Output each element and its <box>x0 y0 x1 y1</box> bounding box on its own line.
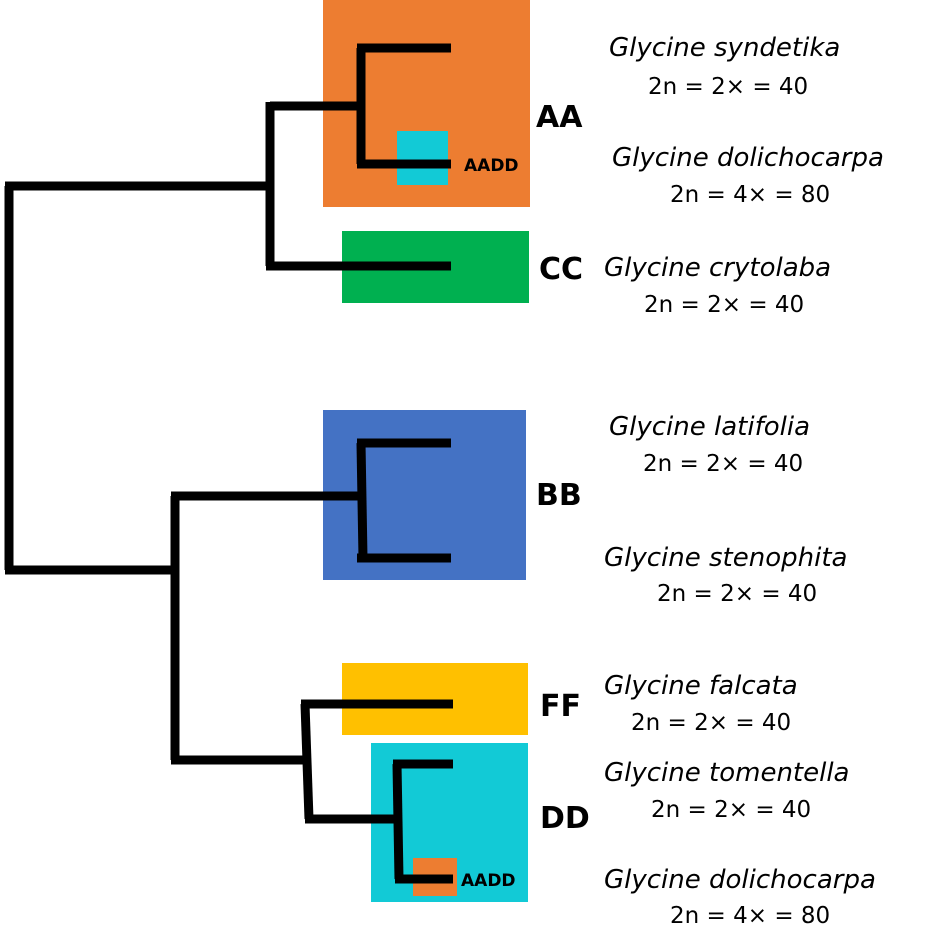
branch-dd-split <box>392 763 404 880</box>
species-name: Glycine tomentella <box>604 758 850 788</box>
species-name: Glycine falcata <box>604 671 798 701</box>
ploidy-label: 2n = 2× = 40 <box>643 451 804 477</box>
hybrid-label-dd: AADD <box>461 871 516 891</box>
ploidy-label: 2n = 4× = 80 <box>670 903 831 929</box>
genome-label-ff: FF <box>540 689 581 724</box>
species-name: Glycine stenophita <box>604 543 848 573</box>
ploidy-label: 2n = 2× = 40 <box>651 797 812 823</box>
genome-label-cc: CC <box>539 252 584 287</box>
ploidy-label: 2n = 4× = 80 <box>670 182 831 208</box>
clade-box-ff <box>342 663 528 735</box>
genome-label-aa: AA <box>536 100 583 135</box>
ploidy-label: 2n = 2× = 40 <box>648 74 809 100</box>
genome-label-bb: BB <box>536 478 582 513</box>
genome-label-dd: DD <box>540 801 590 836</box>
species-name: Glycine dolichocarpa <box>604 865 876 895</box>
hybrid-inset-aa <box>397 131 448 185</box>
branch-ff-dd <box>300 703 314 820</box>
species-name: Glycine latifolia <box>609 412 811 442</box>
hybrid-label-aa: AADD <box>464 156 519 176</box>
species-name: Glycine dolichocarpa <box>612 143 884 173</box>
ploidy-label: 2n = 2× = 40 <box>644 292 805 318</box>
species-name: Glycine syndetika <box>609 33 841 63</box>
ploidy-label: 2n = 2× = 40 <box>631 710 792 736</box>
branch-bb-split <box>356 442 368 559</box>
species-name: Glycine crytolaba <box>604 253 832 283</box>
ploidy-label: 2n = 2× = 40 <box>657 581 818 607</box>
